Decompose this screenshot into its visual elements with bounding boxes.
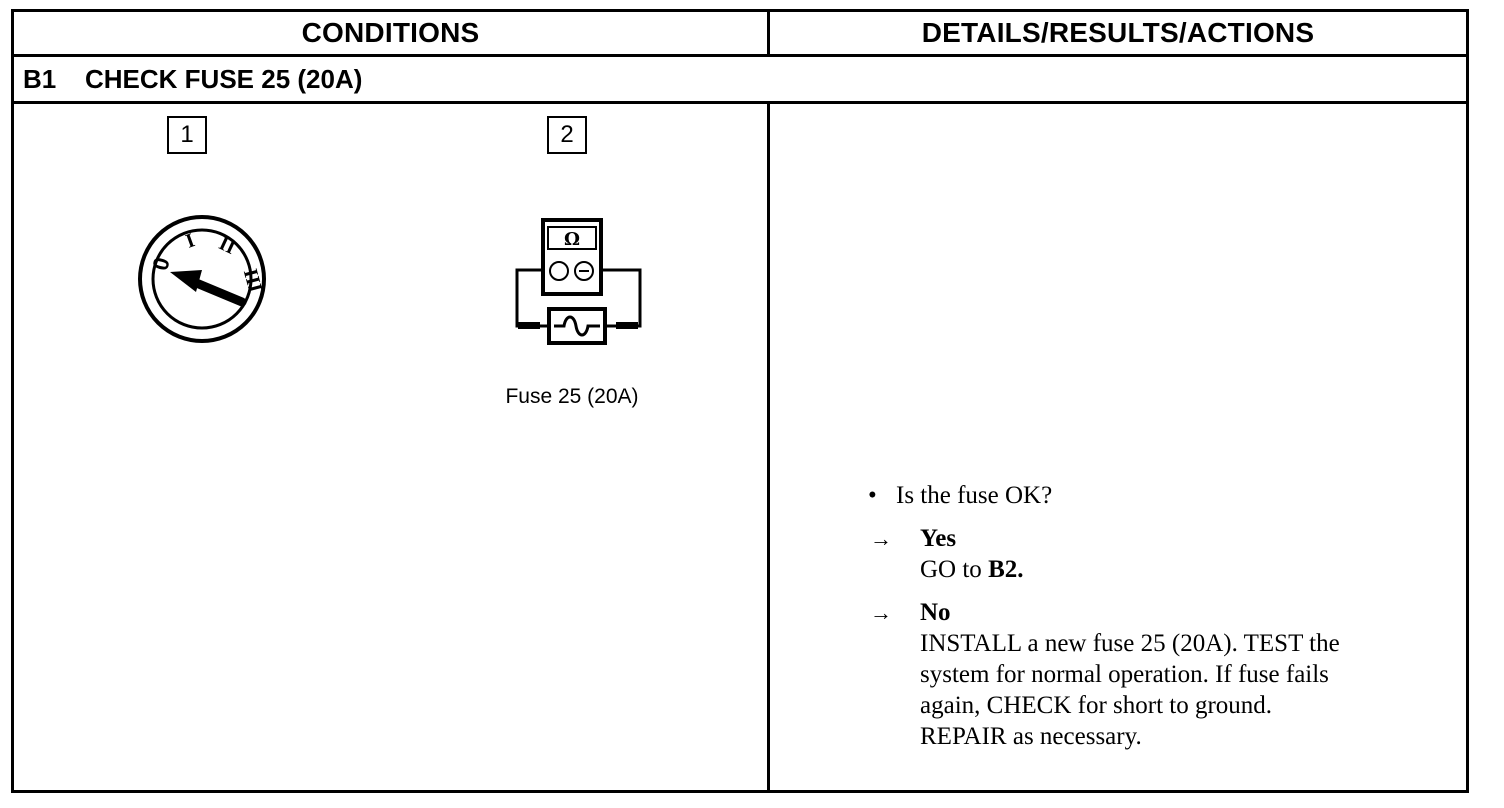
ignition-position-2: II bbox=[215, 232, 239, 259]
question-text: Is the fuse OK? bbox=[896, 482, 1053, 509]
results-section: • Is the fuse OK? → Yes GO to B2. → No I… bbox=[868, 480, 1458, 752]
ignition-position-0: 0 bbox=[147, 255, 174, 273]
step-code: B1 bbox=[23, 63, 57, 94]
diagnostic-table: CONDITIONS DETAILS/RESULTS/ACTIONS B1 CH… bbox=[11, 9, 1469, 793]
ignition-position-1: I bbox=[183, 229, 198, 252]
yes-label: Yes bbox=[920, 525, 957, 552]
bullet-icon: • bbox=[868, 482, 877, 509]
ignition-switch-icon: 0 I II III bbox=[138, 215, 266, 343]
column-divider bbox=[767, 104, 770, 790]
no-label: No bbox=[920, 599, 951, 626]
step-row: B1 CHECK FUSE 25 (20A) bbox=[14, 57, 1466, 104]
yes-action: GO to B2. bbox=[920, 554, 1458, 585]
no-action-line: INSTALL a new fuse 25 (20A). TEST the bbox=[920, 630, 1340, 657]
arrow-right-icon: → bbox=[870, 600, 892, 625]
fuse-caption: Fuse 25 (20A) bbox=[505, 385, 639, 408]
no-action-line: system for normal operation. If fuse fai… bbox=[920, 661, 1329, 688]
yes-action-prefix: GO to bbox=[920, 556, 982, 583]
question-row: • Is the fuse OK? bbox=[868, 480, 1458, 511]
yes-option: → Yes GO to B2. bbox=[868, 523, 1458, 585]
item-number-2: 2 bbox=[547, 116, 587, 154]
no-action-line: again, CHECK for short to ground. bbox=[920, 692, 1273, 719]
details-header: DETAILS/RESULTS/ACTIONS bbox=[770, 12, 1466, 57]
no-option: → No INSTALL a new fuse 25 (20A). TEST t… bbox=[868, 597, 1458, 752]
item-number-1: 1 bbox=[167, 116, 207, 154]
no-action-line: REPAIR as necessary. bbox=[920, 723, 1142, 750]
meter-ohm-symbol: Ω bbox=[564, 229, 580, 250]
arrow-right-icon: → bbox=[870, 526, 892, 551]
conditions-header: CONDITIONS bbox=[14, 12, 770, 57]
ohmmeter-fuse-test-icon: Ω bbox=[515, 218, 642, 345]
step-title: CHECK FUSE 25 (20A) bbox=[85, 63, 363, 94]
yes-action-target: B2. bbox=[988, 556, 1024, 583]
